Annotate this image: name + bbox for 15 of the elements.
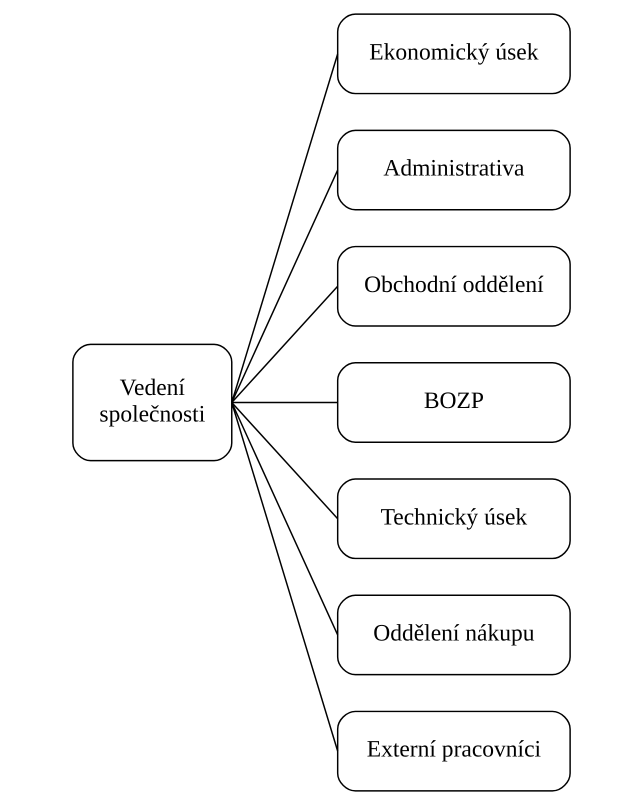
node-box: Externí pracovníci xyxy=(336,710,570,792)
connector xyxy=(230,170,338,403)
node-box: Vedení společnosti xyxy=(72,344,232,462)
node-box: Technický úsek xyxy=(336,478,570,560)
node-box: Obchodní oddělení xyxy=(336,246,570,327)
connector xyxy=(230,402,338,636)
node-box: Oddělení nákupu xyxy=(336,594,570,676)
connector xyxy=(230,286,338,403)
connector xyxy=(230,402,338,752)
node-box: BOZP xyxy=(336,362,570,443)
node-box: Ekonomický úsek xyxy=(336,13,570,94)
node-box: Administrativa xyxy=(336,130,570,211)
connector xyxy=(231,402,338,404)
connector xyxy=(230,402,338,520)
connector xyxy=(230,54,338,403)
